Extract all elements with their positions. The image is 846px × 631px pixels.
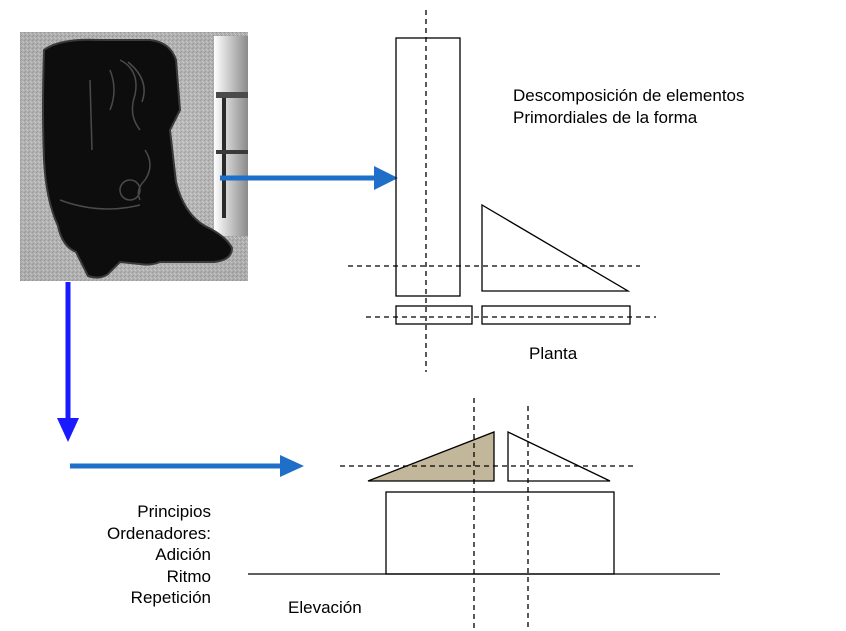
elevation-outline-triangle <box>507 430 611 482</box>
plan-triangle <box>481 203 631 292</box>
arrow-to-plan <box>220 166 398 190</box>
principle-item: Adición <box>155 545 211 564</box>
elevation-label: Elevación <box>288 598 362 617</box>
arrow-down <box>57 282 79 442</box>
principles-block: Principios Ordenadores: Adición Ritmo Re… <box>107 501 211 609</box>
elevation-shaded-triangle <box>367 431 495 482</box>
elevation-base-block <box>385 491 615 575</box>
principles-heading-1: Principios <box>137 502 211 521</box>
plan-drawing <box>348 10 656 372</box>
elevation-drawing <box>248 398 720 630</box>
diagram-title: Descomposición de elementos Primordiales… <box>513 85 745 129</box>
arrow-to-elevation <box>70 455 304 477</box>
plan-label: Planta <box>529 344 578 363</box>
title-line-1: Descomposición de elementos <box>513 86 745 105</box>
title-line-2: Primordiales de la forma <box>513 108 698 127</box>
principle-item: Ritmo <box>166 566 211 586</box>
boot-photo <box>20 32 248 281</box>
plan-tall-rectangle <box>395 37 461 297</box>
plan-small-rectangle-right <box>481 305 631 325</box>
principle-item: Repetición <box>130 588 211 607</box>
principles-heading-2: Ordenadores: <box>107 523 211 543</box>
plan-small-rectangle-left <box>395 305 473 325</box>
